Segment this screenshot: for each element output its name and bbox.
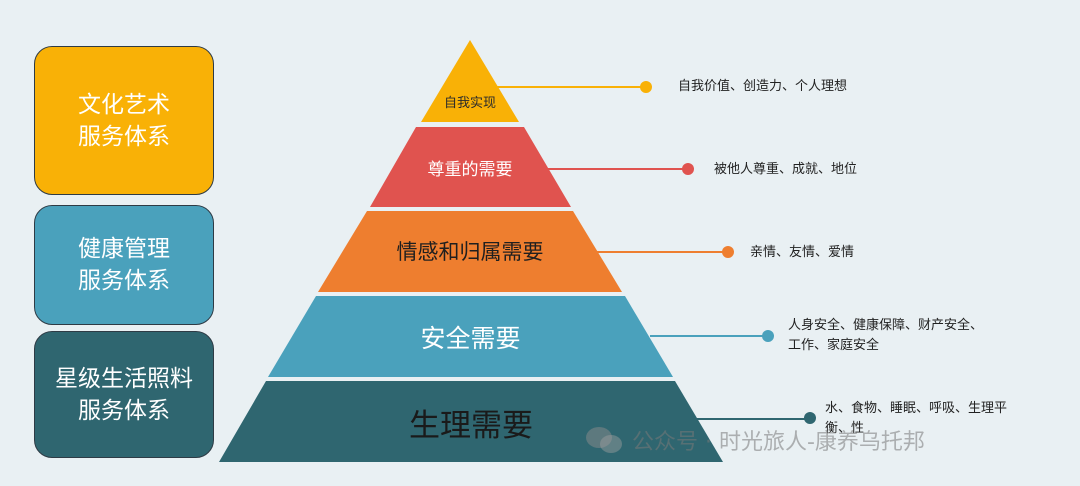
tier-label-safety: 安全需要: [420, 324, 521, 353]
marker-dot-safety: [762, 330, 774, 342]
watermark-text: 公众号 · 时光旅人-康养乌托邦: [632, 430, 925, 455]
pyramid-tier-love-belonging: [318, 211, 622, 292]
tier-label-esteem: 尊重的需要: [427, 159, 513, 180]
tier-label-self-actualization: 自我实现: [443, 95, 496, 111]
detail-esteem: 被他人尊重、成就、地位: [714, 162, 858, 177]
tier-label-love-belonging: 情感和归属需要: [396, 240, 544, 264]
leader-line-esteem: [524, 168, 688, 170]
life-care-system-box: 星级生活照料 服务体系: [34, 331, 214, 458]
marker-dot-physiological: [804, 412, 816, 424]
leader-line-self-actualization: [488, 86, 646, 88]
culture-art-system-box: 文化艺术 服务体系: [34, 46, 214, 195]
detail-love-belonging: 亲情、友情、爱情: [750, 245, 855, 260]
detail-safety: 人身安全、健康保障、财产安全、工作、家庭安全: [788, 318, 984, 353]
health-management-system-box: 健康管理 服务体系: [34, 205, 214, 325]
watermark: 公众号 · 时光旅人-康养乌托邦: [586, 424, 925, 456]
leader-line-physiological: [690, 418, 810, 420]
pyramid-tier-esteem: [370, 127, 571, 207]
detail-self-actualization: 自我价值、创造力、个人理想: [678, 79, 848, 94]
pyramid-tier-self-actualization: [421, 40, 519, 122]
wechat-icon: [586, 425, 624, 455]
detail-physiological: 水、食物、睡眠、呼吸、生理平衡、性: [825, 401, 1008, 436]
marker-dot-self-actualization: [640, 81, 652, 93]
leader-line-safety: [650, 335, 768, 337]
marker-dot-esteem: [682, 163, 694, 175]
pyramid-tier-safety: [268, 296, 673, 377]
marker-dot-love-belonging: [722, 246, 734, 258]
tier-label-physiological: 生理需要: [409, 407, 533, 444]
leader-line-love-belonging: [572, 251, 728, 253]
